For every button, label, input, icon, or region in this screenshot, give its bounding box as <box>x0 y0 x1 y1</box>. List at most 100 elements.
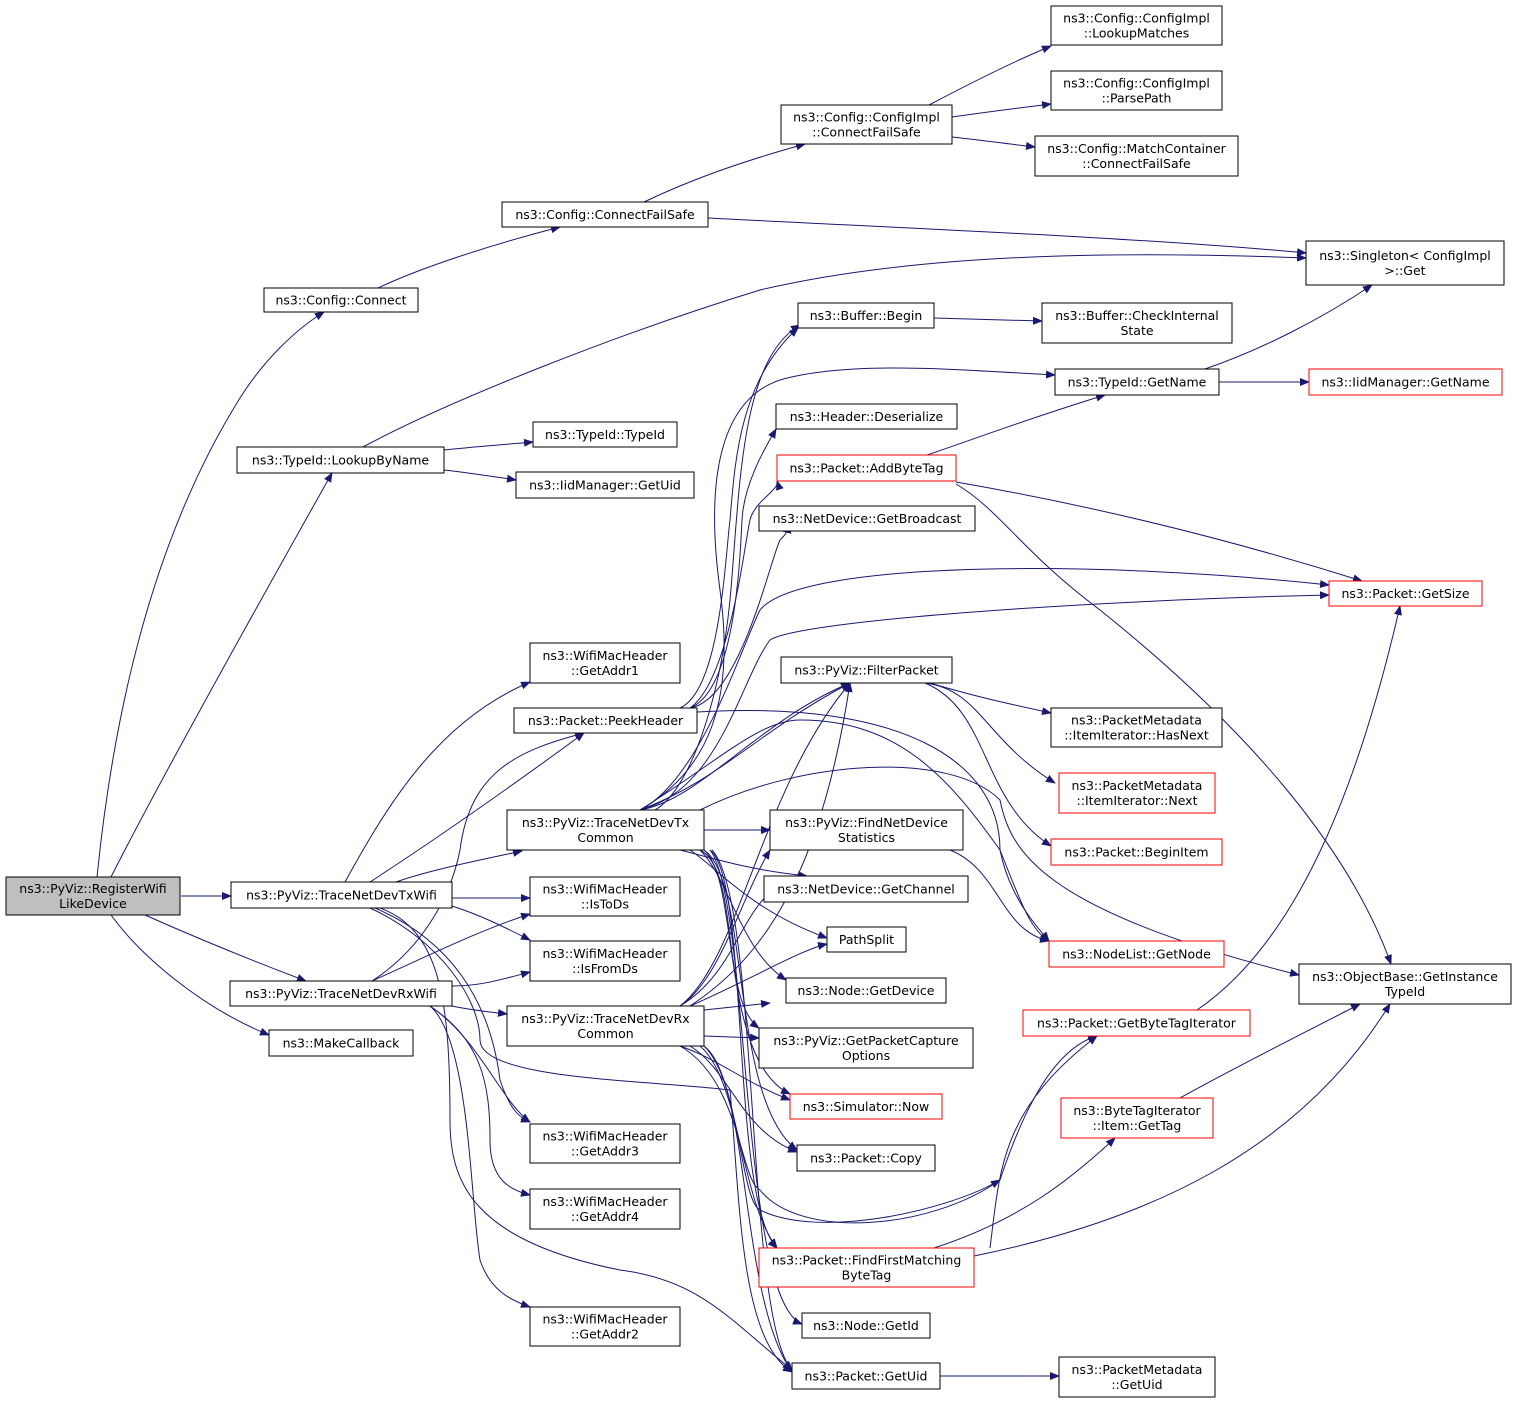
call-edge <box>689 1045 798 1153</box>
node-box <box>229 980 453 1007</box>
node-header-deser[interactable]: ns3::Header::Deserialize <box>775 403 958 430</box>
node-typeid-ctor[interactable]: ns3::TypeId::TypeId <box>532 421 678 448</box>
call-edge <box>96 311 325 878</box>
node-getsize[interactable]: ns3::Packet::GetSize <box>1328 580 1483 607</box>
call-edge <box>703 999 771 1011</box>
node-lookupmatches[interactable]: ns3::Config::ConfigImpl::LookupMatches <box>1050 5 1223 46</box>
node-make-callback[interactable]: ns3::MakeCallback <box>268 1029 414 1057</box>
call-edge <box>679 1045 791 1101</box>
node-typeid-lookup[interactable]: ns3::TypeId::LookupByName <box>236 446 445 474</box>
node-getaddr4[interactable]: ns3::WifiMacHeader::GetAddr4 <box>529 1188 681 1230</box>
node-matchcont[interactable]: ns3::Config::MatchContainer::ConnectFail… <box>1034 135 1239 177</box>
node-label: ns3::PyViz::TraceNetDevRxWifi <box>245 986 437 1001</box>
node-label: ::Item::GetTag <box>1093 1118 1182 1133</box>
node-label: ::GetAddr3 <box>571 1144 639 1159</box>
node-filterpacket[interactable]: ns3::PyViz::FilterPacket <box>780 656 953 684</box>
node-iid-getname[interactable]: ns3::IidManager::GetName <box>1308 368 1503 396</box>
call-edge <box>955 483 1392 965</box>
node-iid-getuid[interactable]: ns3::IidManager::GetUid <box>515 471 695 499</box>
node-getaddr1[interactable]: ns3::WifiMacHeader::GetAddr1 <box>529 642 681 684</box>
node-cfs[interactable]: ns3::Config::ConnectFailSafe <box>501 201 709 228</box>
node-getbroadcast[interactable]: ns3::NetDevice::GetBroadcast <box>758 505 976 532</box>
node-getid[interactable]: ns3::Node::GetId <box>801 1312 931 1339</box>
node-typeid-getname[interactable]: ns3::TypeId::GetName <box>1054 368 1220 396</box>
node-label: TypeId <box>1384 984 1425 999</box>
node-config-connect[interactable]: ns3::Config::Connect <box>263 287 419 313</box>
node-label: Statistics <box>838 830 895 845</box>
node-singleton[interactable]: ns3::Singleton< ConfigImpl >::Get <box>1305 240 1505 286</box>
node-box <box>529 642 681 684</box>
node-label: ns3::ObjectBase::GetInstance <box>1312 969 1498 984</box>
node-box <box>529 940 681 982</box>
node-pathsplit[interactable]: PathSplit <box>826 926 907 953</box>
node-box <box>780 656 953 684</box>
node-box <box>780 104 953 145</box>
call-edge <box>703 849 798 1151</box>
node-meta-getuid[interactable]: ns3::PacketMetadata::GetUid <box>1058 1356 1216 1398</box>
node-label: Common <box>577 830 633 845</box>
node-btigettag[interactable]: ns3::ByteTagIterator::Item::GetTag <box>1060 1097 1214 1139</box>
node-getdevice[interactable]: ns3::Node::GetDevice <box>785 977 947 1004</box>
node-box <box>796 1144 936 1172</box>
node-box <box>1058 1356 1216 1398</box>
node-box <box>268 1029 414 1057</box>
node-label: ns3::Buffer::Begin <box>810 308 923 323</box>
node-box <box>1050 70 1223 111</box>
node-rx-wifi[interactable]: ns3::PyViz::TraceNetDevRxWifi <box>229 980 453 1007</box>
node-label: ::ConnectFailSafe <box>812 125 921 140</box>
node-label: ns3::Config::Connect <box>275 293 406 308</box>
node-nodelist[interactable]: ns3::NodeList::GetNode <box>1048 940 1225 968</box>
node-peekheader[interactable]: ns3::Packet::PeekHeader <box>513 707 698 734</box>
call-edge <box>689 942 828 1007</box>
node-label: ns3::PyViz::TraceNetDevRx <box>521 1011 689 1026</box>
node-copy[interactable]: ns3::Packet::Copy <box>796 1144 936 1172</box>
call-edge <box>707 217 1307 257</box>
call-edge <box>639 682 851 811</box>
node-box <box>1328 580 1483 607</box>
node-tx-wifi[interactable]: ns3::PyViz::TraceNetDevTxWifi <box>230 881 453 909</box>
node-box <box>263 287 419 313</box>
call-edge <box>379 907 793 1371</box>
node-label: ns3::Config::ConfigImpl <box>1063 11 1210 26</box>
node-getaddr3[interactable]: ns3::WifiMacHeader::GetAddr3 <box>529 1123 681 1164</box>
node-label: ns3::Header::Deserialize <box>790 409 944 424</box>
call-edge <box>973 1003 1391 1257</box>
node-label: ns3::Packet::PeekHeader <box>528 713 684 728</box>
node-next[interactable]: ns3::PacketMetadata::ItemIterator::Next <box>1058 772 1216 814</box>
node-getbytetagit[interactable]: ns3::Packet::GetByteTagIterator <box>1022 1009 1251 1037</box>
node-label: ns3::WifiMacHeader <box>542 946 668 961</box>
node-buffer-begin[interactable]: ns3::Buffer::Begin <box>797 302 935 329</box>
node-hasnext[interactable]: ns3::PacketMetadata::ItemIterator::HasNe… <box>1050 707 1223 748</box>
node-label: PathSplit <box>839 932 894 947</box>
node-now[interactable]: ns3::Simulator::Now <box>789 1093 943 1120</box>
call-edge <box>679 849 808 880</box>
node-pkt-getuid[interactable]: ns3::Packet::GetUid <box>791 1362 941 1390</box>
node-label: ns3::WifiMacHeader <box>542 1194 668 1209</box>
node-box <box>1308 368 1503 396</box>
node-box <box>529 1123 681 1164</box>
node-impl-cfs[interactable]: ns3::Config::ConfigImpl::ConnectFailSafe <box>780 104 953 145</box>
node-box <box>1305 240 1505 286</box>
node-getaddr2[interactable]: ns3::WifiMacHeader::GetAddr2 <box>529 1306 681 1347</box>
call-edge <box>689 480 784 709</box>
node-istods[interactable]: ns3::WifiMacHeader::IsToDs <box>529 876 681 917</box>
call-edge <box>639 719 1050 942</box>
call-edge <box>144 914 307 982</box>
node-box <box>785 977 947 1004</box>
call-edge <box>344 681 531 883</box>
node-addbytetag[interactable]: ns3::Packet::AddByteTag <box>776 454 957 482</box>
node-isfromds[interactable]: ns3::WifiMacHeader::IsFromDs <box>529 940 681 982</box>
node-beginitem[interactable]: ns3::Packet::BeginItem <box>1050 838 1223 866</box>
node-parsepath[interactable]: ns3::Config::ConfigImpl::ParsePath <box>1050 70 1223 111</box>
node-getchannel[interactable]: ns3::NetDevice::GetChannel <box>763 875 969 903</box>
node-box <box>797 302 935 329</box>
